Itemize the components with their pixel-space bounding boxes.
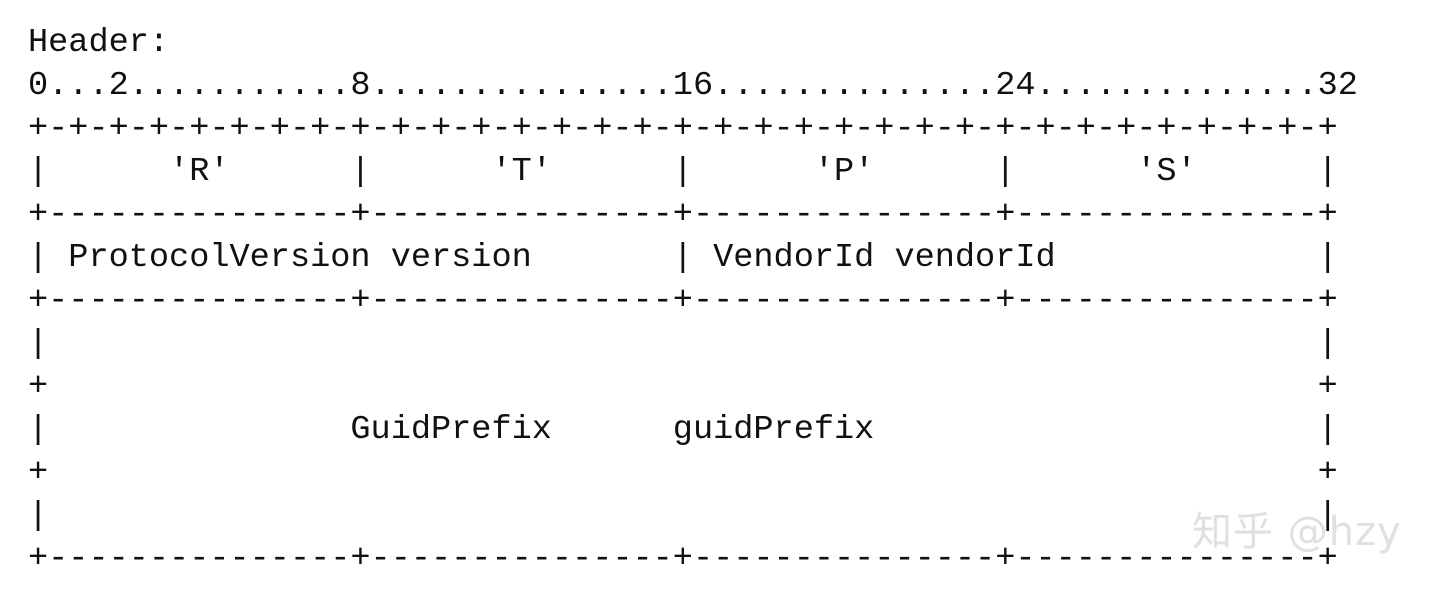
guid-prefix-row: + + — [28, 368, 1338, 406]
guid-prefix-row: | | — [28, 497, 1338, 535]
guid-prefix-row: | | — [28, 325, 1338, 363]
row-border: +---------------+---------------+-------… — [28, 196, 1338, 234]
bottom-border: +---------------+---------------+-------… — [28, 540, 1338, 578]
row-border: +---------------+---------------+-------… — [28, 282, 1338, 320]
guid-prefix-label-row: | GuidPrefix guidPrefix | — [28, 411, 1338, 449]
bit-ruler: 0...2...........8...............16......… — [28, 67, 1358, 105]
diagram-title: Header: — [28, 24, 170, 62]
protocol-magic-row: | 'R' | 'T' | 'P' | 'S' | — [28, 153, 1338, 191]
rtps-header-diagram: Header: 0...2...........8...............… — [28, 22, 1423, 582]
watermark: 知乎 @hzy — [1192, 509, 1402, 555]
guid-prefix-row: + + — [28, 454, 1338, 492]
version-vendor-row: | ProtocolVersion version | VendorId ven… — [28, 239, 1338, 277]
bit-tick-border: +-+-+-+-+-+-+-+-+-+-+-+-+-+-+-+-+-+-+-+-… — [28, 110, 1338, 148]
